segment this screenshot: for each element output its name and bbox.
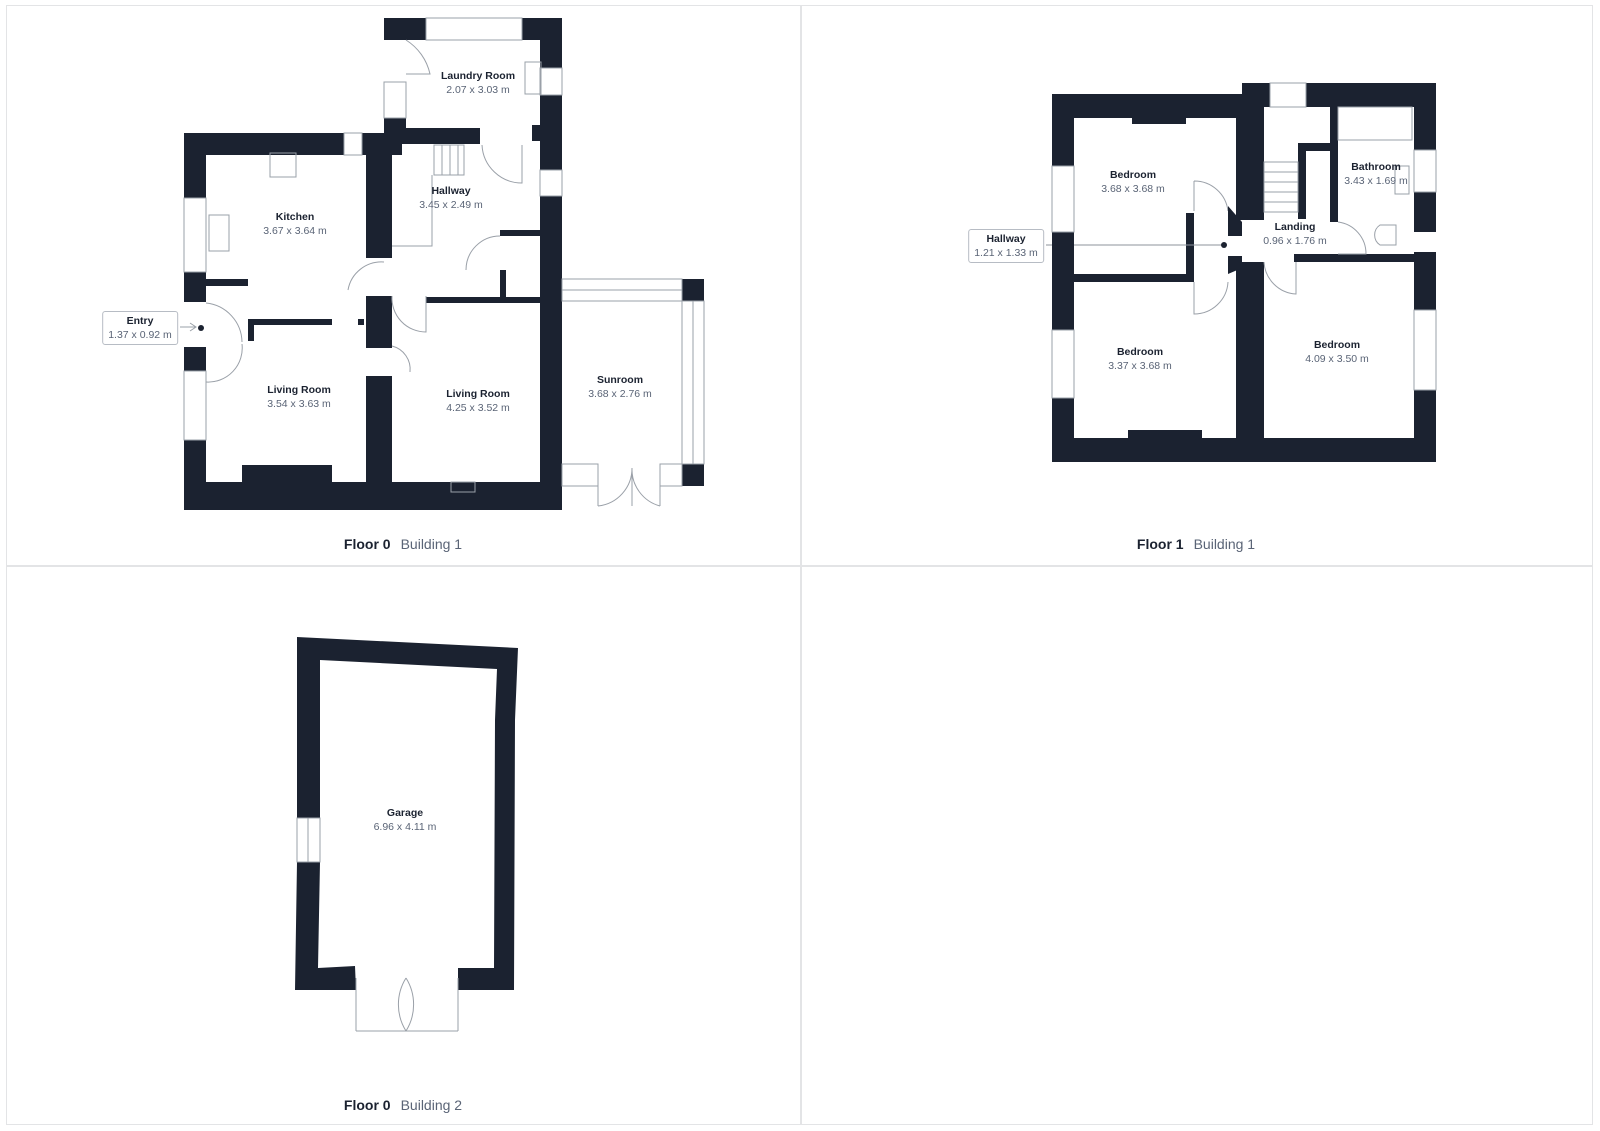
room-name: Bathroom <box>1351 161 1401 173</box>
panel-caption-floor0-building2: Floor 0 Building 2 <box>344 1097 462 1113</box>
room-name: Living Room <box>267 384 331 396</box>
panel-caption-floor1-building1: Floor 1 Building 1 <box>1137 536 1255 552</box>
room-living-room-1: Living Room 3.54 x 3.63 m <box>267 383 331 411</box>
room-dims: 3.68 x 2.76 m <box>588 388 652 400</box>
panel-caption-floor0-building1: Floor 0 Building 1 <box>344 536 462 552</box>
room-dims: 3.37 x 3.68 m <box>1108 360 1172 372</box>
room-dims: 3.68 x 3.68 m <box>1101 183 1165 195</box>
room-dims: 3.54 x 3.63 m <box>267 398 331 410</box>
room-name: Sunroom <box>596 374 644 386</box>
room-dims: 6.96 x 4.11 m <box>373 821 437 833</box>
room-name: Garage <box>386 807 424 819</box>
room-name: Hallway <box>431 185 471 197</box>
room-name: Landing <box>1274 221 1316 233</box>
room-bedroom-1: Bedroom 3.68 x 3.68 m <box>1101 168 1165 196</box>
building-label: Building 2 <box>400 1097 463 1113</box>
room-dims: 4.09 x 3.50 m <box>1305 353 1369 365</box>
room-bedroom-3: Bedroom 4.09 x 3.50 m <box>1305 338 1369 366</box>
floor-label: Floor 0 <box>343 1097 391 1113</box>
room-name: Laundry Room <box>440 70 516 82</box>
room-dims: 1.21 x 1.33 m <box>974 247 1038 259</box>
room-name: Bedroom <box>1313 339 1361 351</box>
room-landing: Landing 0.96 x 1.76 m <box>1263 220 1327 248</box>
entry-pointer <box>180 322 197 332</box>
floor-label: Floor 0 <box>343 536 391 552</box>
building-label: Building 1 <box>1193 536 1256 552</box>
room-living-room-2: Living Room 4.25 x 3.52 m <box>446 387 510 415</box>
room-dims: 0.96 x 1.76 m <box>1263 235 1327 247</box>
room-name: Living Room <box>446 388 510 400</box>
floor1-building1-walls <box>1052 83 1436 462</box>
room-bathroom: Bathroom 3.43 x 1.69 m <box>1344 160 1408 188</box>
floor-label: Floor 1 <box>1136 536 1184 552</box>
floor1-building1-windows-doors <box>1046 82 1437 399</box>
room-name: Bedroom <box>1109 169 1157 181</box>
room-name: Entry <box>126 315 154 327</box>
room-laundry-room: Laundry Room 2.07 x 3.03 m <box>441 69 515 97</box>
floor0-building1-windows <box>183 17 705 493</box>
room-kitchen: Kitchen 3.67 x 3.64 m <box>263 210 327 238</box>
room-dims: 2.07 x 3.03 m <box>446 84 510 96</box>
room-dims: 3.67 x 3.64 m <box>263 225 327 237</box>
building-label: Building 1 <box>400 536 463 552</box>
room-dims: 3.45 x 2.49 m <box>419 199 483 211</box>
room-name: Hallway <box>986 233 1026 245</box>
floor0-building2-windows-doors <box>296 817 459 1032</box>
room-hallway: Hallway 3.45 x 2.49 m <box>419 184 483 212</box>
room-entry-callout: Entry 1.37 x 0.92 m <box>102 311 178 345</box>
hallway-marker-dot <box>1221 242 1227 248</box>
room-bedroom-2: Bedroom 3.37 x 3.68 m <box>1108 345 1172 373</box>
floor0-building1-walls <box>184 18 704 510</box>
room-dims: 3.43 x 1.69 m <box>1344 175 1408 187</box>
room-name: Kitchen <box>275 211 315 223</box>
room-sunroom: Sunroom 3.68 x 2.76 m <box>588 373 652 401</box>
room-dims: 4.25 x 3.52 m <box>446 402 510 414</box>
floor0-building1-doors <box>205 39 661 507</box>
room-garage: Garage 6.96 x 4.11 m <box>374 806 437 834</box>
entry-marker-dot <box>198 325 204 331</box>
room-name: Bedroom <box>1116 346 1164 358</box>
panel-divider-horizontal <box>6 565 1593 567</box>
room-hallway-callout: Hallway 1.21 x 1.33 m <box>968 229 1044 263</box>
floor0-building2-walls <box>295 637 518 990</box>
room-dims: 1.37 x 0.92 m <box>108 329 172 341</box>
